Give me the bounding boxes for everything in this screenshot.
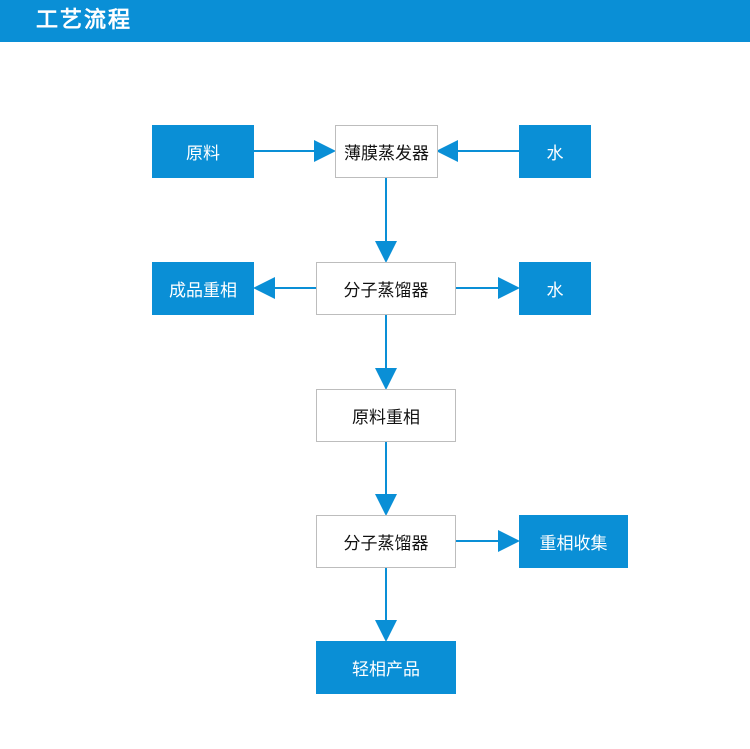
node-thin-film-evaporator: 薄膜蒸发器	[335, 125, 438, 178]
node-heavy-phase-collection: 重相收集	[519, 515, 628, 568]
page-title: 工艺流程	[36, 8, 133, 33]
page-header: 工艺流程	[0, 0, 750, 42]
node-molecular-distiller-1: 分子蒸馏器	[316, 262, 456, 315]
node-water-input: 水	[519, 125, 591, 178]
node-raw-material: 原料	[152, 125, 254, 178]
node-water-output: 水	[519, 262, 591, 315]
node-raw-heavy-phase: 原料重相	[316, 389, 456, 442]
node-light-phase-product: 轻相产品	[316, 641, 456, 694]
node-molecular-distiller-2: 分子蒸馏器	[316, 515, 456, 568]
node-product-heavy-phase: 成品重相	[152, 262, 254, 315]
